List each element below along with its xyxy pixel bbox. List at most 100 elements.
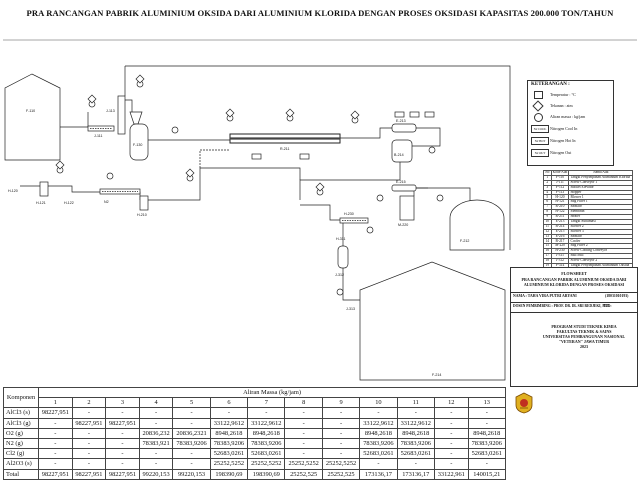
label-h210: H-210 (137, 213, 147, 217)
dept-year: 2023 (580, 344, 588, 349)
dept-line-2: FAKULTAS TEKNIK & SAINS (556, 329, 612, 334)
stream-value: 173136,17 (359, 468, 398, 480)
stream-value: - (396, 458, 435, 470)
stream-value: - (247, 407, 286, 419)
stream-value: 78383,921 (138, 437, 174, 450)
stream-value: - (105, 427, 140, 439)
stream-value: - (71, 458, 107, 470)
component-name: Cl2 (g) (2, 448, 40, 460)
stream-value: - (433, 458, 469, 470)
stream-value: - (433, 407, 469, 419)
stream-value: 25252,5252 (247, 458, 286, 470)
stream-value: 78383,9206 (467, 437, 507, 450)
component-name: Total (2, 468, 40, 480)
stream-number: 6 (209, 397, 249, 409)
stream-number: 4 (138, 397, 174, 409)
stream-value: 52683,0261 (467, 448, 507, 460)
legend-temp: Temperatur : °C (550, 92, 576, 97)
component-header: Komponen (2, 386, 40, 409)
stream-value: 98227,951 (105, 468, 140, 480)
stream-value: - (396, 407, 435, 419)
equipment-header-cell: Kode Alat (550, 170, 570, 176)
stream-value: 198390,69 (247, 468, 286, 480)
component-name: AlCl3 (s) (2, 407, 40, 419)
stream-value: 8948,2618 (209, 427, 249, 439)
stream-value: - (321, 437, 361, 450)
stream-value: 140015,21 (467, 468, 507, 480)
university-logo-icon (515, 392, 533, 414)
stream-value: - (71, 427, 107, 439)
signature-label: TTD: (603, 304, 612, 308)
stream-number: 7 (247, 397, 286, 409)
label-h311: H-311 (336, 237, 346, 241)
stream-value: - (359, 458, 398, 470)
stream-value: 78383,9206 (359, 437, 398, 450)
stream-value: - (38, 458, 73, 470)
label-e215: E-215 (396, 180, 406, 184)
stream-value: 52683,0261 (247, 448, 286, 460)
stream-value: - (138, 458, 174, 470)
stream-value: - (38, 427, 73, 439)
label-f130: F-130 (133, 143, 142, 147)
stream-value: 33122,9612 (209, 417, 249, 429)
stream-number: 10 (359, 397, 398, 409)
label-h122: H-122 (64, 201, 74, 205)
dept-line-3: UNIVERSITAS PEMBANGUNAN NASIONAL (542, 334, 626, 339)
label-j312: J-312 (335, 273, 344, 277)
stream-value: - (105, 448, 140, 460)
label-h230: H-230 (344, 212, 354, 216)
hopper (129, 111, 143, 125)
stream-value: 52683,0261 (396, 448, 435, 460)
f322-gas-tank (449, 199, 505, 251)
stream-value: 52683,0261 (209, 448, 249, 460)
stream-value: 25252,5252 (209, 458, 249, 470)
stream-value: - (71, 437, 107, 450)
j113-column (139, 195, 149, 211)
stream-value: 78383,9206 (172, 437, 211, 450)
stream-value: - (467, 407, 507, 419)
stream-value: 98227,951 (71, 417, 107, 429)
pressure-icon (532, 100, 544, 112)
flowsheet-title: PRA RANCANGAN PABRIK ALUMINIUM OKSIDA DA… (521, 277, 627, 287)
stream-value: - (467, 417, 507, 429)
stream-value: - (172, 407, 211, 419)
stream-value: 25252,525 (284, 468, 323, 480)
stream-value: 98227,951 (38, 407, 73, 419)
stream-value: - (172, 448, 211, 460)
stream-value: - (321, 448, 361, 460)
stream-value: - (38, 437, 73, 450)
label-m220: M-220 (398, 223, 408, 227)
stream-value: - (321, 427, 361, 439)
stream-value: 8948,2618 (467, 427, 507, 439)
stream-value: - (105, 407, 140, 419)
stream-row: AlCl3 (s)98227,951------------ (2, 407, 507, 419)
label-h120: H-120 (8, 189, 18, 193)
component-name: AlCl3 (g) (2, 417, 40, 429)
label-r211: R-211 (280, 147, 290, 151)
stream-value: - (71, 407, 107, 419)
h230-screw-conveyor (339, 217, 369, 224)
stream-value: - (172, 417, 211, 429)
legend-massflow: Aliran massa : kg/jam (550, 114, 586, 119)
stream-value: 98227,951 (38, 468, 73, 480)
stream-number: 3 (105, 397, 140, 409)
label-h121: H-121 (36, 201, 46, 205)
label-n2: N2 (104, 200, 109, 204)
dept-line-4: "VETERAN" JAWA TIMUR (558, 339, 610, 344)
stream-value: 173136,17 (396, 468, 435, 480)
component-name: N2 (g) (2, 437, 40, 450)
legend-n2-cool: Nitrogen Cool In (550, 126, 578, 131)
legend-header: KETERANGAN : (531, 82, 570, 87)
stream-value: 78383,9206 (247, 437, 286, 450)
stream-value: 99220,153 (138, 468, 174, 480)
massflow-icon (534, 113, 543, 122)
author-name: NAMA : TAHA VIRA PUTRI ARYANI (513, 294, 577, 298)
stream-value: 33122,9612 (396, 417, 435, 429)
stream-value: - (467, 458, 507, 470)
f130-tank (129, 123, 149, 161)
